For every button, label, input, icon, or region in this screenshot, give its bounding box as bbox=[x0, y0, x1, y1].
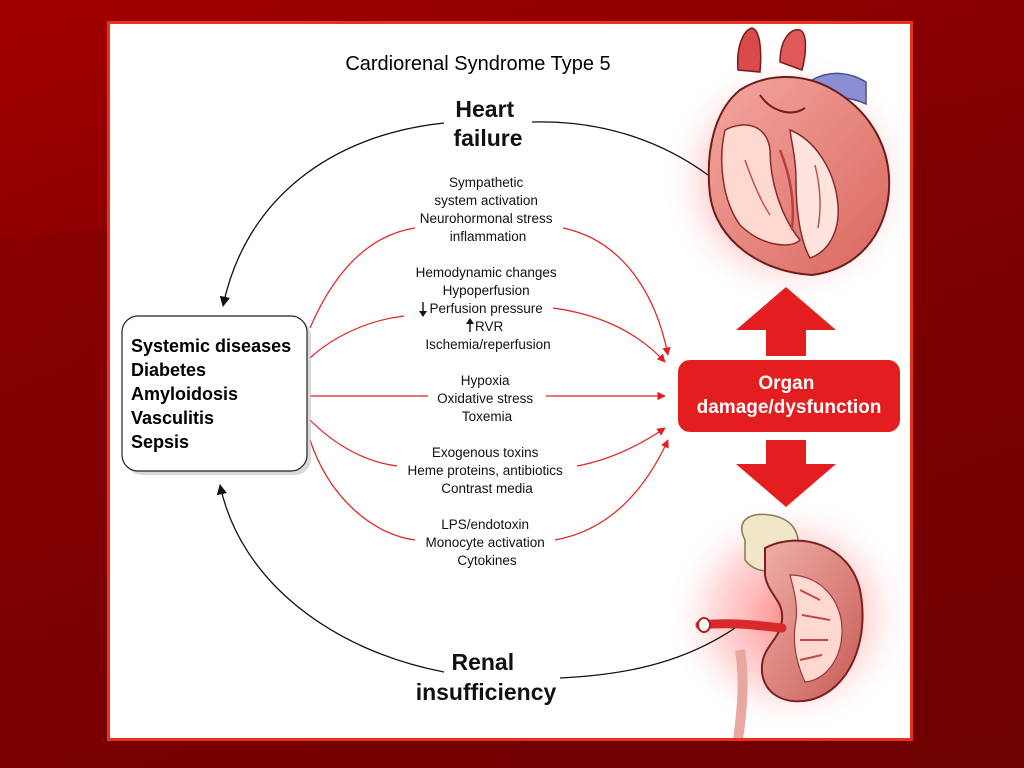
systemic-diseases-item: Diabetes bbox=[131, 360, 206, 380]
mechanism-group-4: Exogenous toxins Heme proteins, antibiot… bbox=[407, 445, 566, 496]
mechanism-group-3: Hypoxia Oxidative stress Toxemia bbox=[437, 373, 537, 424]
double-arrow-icon bbox=[736, 287, 836, 507]
mechanism-group-5: LPS/endotoxin Monocyte activation Cytoki… bbox=[425, 517, 548, 568]
svg-text:Systemic diseases Diabet: Systemic diseases Diabetes Amyloidosis V… bbox=[131, 336, 296, 452]
heart-illustration bbox=[660, 27, 910, 310]
arrow-renal-to-systemic bbox=[216, 483, 445, 673]
systemic-diseases-item: Vasculitis bbox=[131, 408, 214, 428]
diagram-title: Cardiorenal Syndrome Type 5 bbox=[345, 53, 610, 75]
systemic-diseases-item: Systemic diseases bbox=[131, 336, 291, 356]
renal-insufficiency-label: Renal insufficiency bbox=[416, 649, 557, 705]
mechanism-group-1: Sympathetic system activation Neurohormo… bbox=[420, 175, 557, 244]
line-renal-to-kidney-illustration bbox=[559, 627, 736, 679]
systemic-diseases-item: Amyloidosis bbox=[131, 384, 238, 404]
mechanism-group-2: Hemodynamic changes Hypoperfusion Perfus… bbox=[416, 265, 561, 352]
line-heart-to-heart-illustration bbox=[531, 121, 709, 176]
systemic-diseases-item: Sepsis bbox=[131, 432, 189, 452]
arrow-up-icon bbox=[466, 318, 474, 332]
arrow-heart-to-systemic bbox=[219, 122, 445, 308]
svg-text:Organ damage/dysfunction: Organ damage/dysfunction bbox=[697, 373, 882, 418]
red-mechanism-arrows bbox=[309, 227, 671, 541]
arrow-down-icon bbox=[419, 302, 427, 317]
kidney-illustration bbox=[665, 495, 910, 738]
systemic-diseases-box: Systemic diseases Diabetes Amyloidosis V… bbox=[121, 315, 311, 475]
organ-damage-box: Organ damage/dysfunction bbox=[678, 360, 900, 432]
heart-failure-label: Heart failure bbox=[453, 96, 522, 151]
